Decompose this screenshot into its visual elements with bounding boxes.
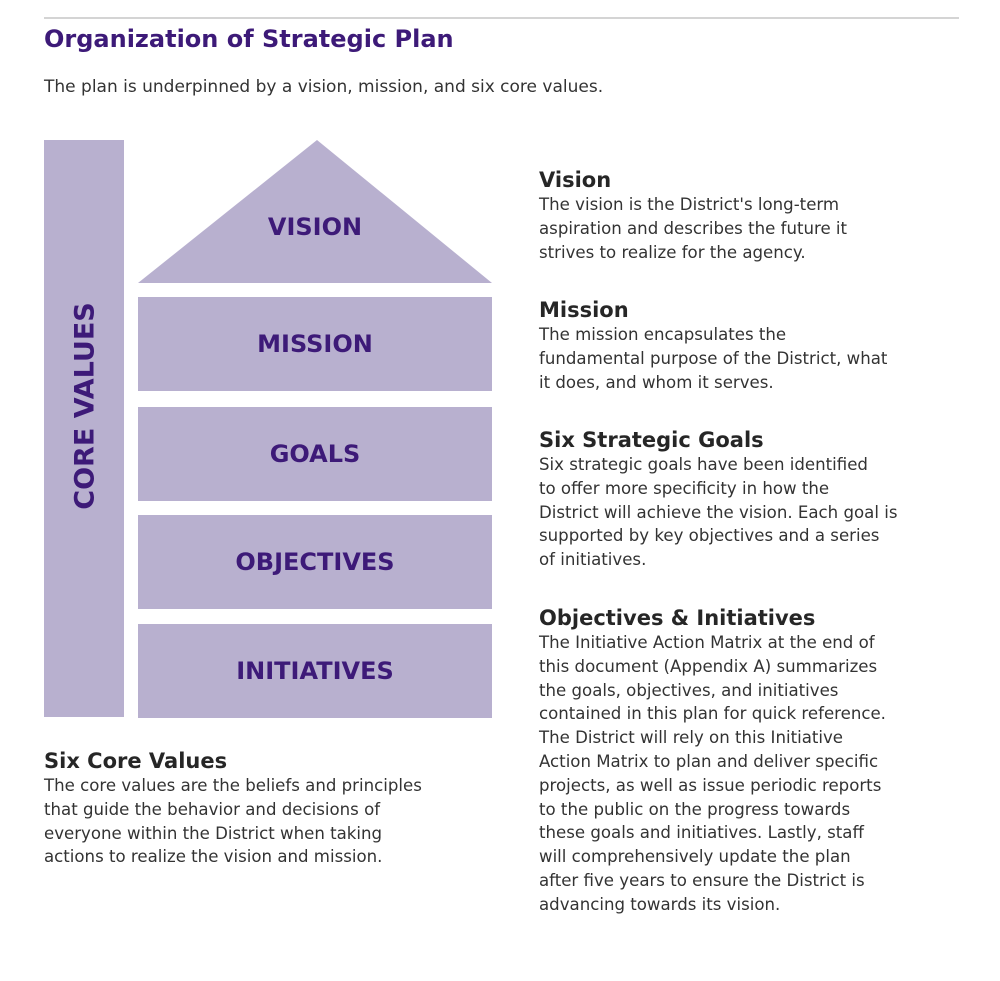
core-values-pillar [44, 140, 124, 717]
mission-description: Mission The mission encapsulates the fun… [539, 298, 969, 394]
tier-objectives-label: OBJECTIVES [235, 548, 395, 576]
core-values-label: CORE VALUES [69, 302, 101, 510]
tier-mission-label: MISSION [257, 330, 373, 358]
vision-heading: Vision [539, 168, 612, 192]
mission-heading: Mission [539, 298, 629, 322]
tier-goals: GOALS [138, 407, 492, 501]
goals-body: Six strategic goals have been identified… [539, 455, 898, 570]
vision-description: Vision The vision is the District's long… [539, 168, 969, 264]
tier-vision-label: VISION [267, 213, 363, 241]
mission-body: The mission encapsulates the fundamental… [539, 325, 888, 392]
objectives-initiatives-description: Objectives & Initiatives The Initiative … [539, 606, 969, 917]
page-title: Organization of Strategic Plan [44, 25, 454, 53]
top-divider [44, 17, 959, 19]
intro-text: The plan is underpinned by a vision, mis… [44, 77, 604, 97]
vision-body: The vision is the District's long-term a… [539, 195, 848, 262]
objectives-initiatives-heading: Objectives & Initiatives [539, 606, 816, 630]
goals-heading: Six Strategic Goals [539, 428, 764, 452]
core-values-body: The core values are the beliefs and prin… [44, 776, 422, 867]
tier-initiatives: INITIATIVES [138, 624, 492, 718]
goals-description: Six Strategic Goals Six strategic goals … [539, 428, 969, 572]
core-values-heading: Six Core Values [44, 749, 228, 773]
tier-objectives: OBJECTIVES [138, 515, 492, 609]
objectives-initiatives-body: The Initiative Action Matrix at the end … [539, 633, 886, 914]
vision-roof [138, 140, 492, 283]
tier-mission: MISSION [138, 297, 492, 391]
tier-initiatives-label: INITIATIVES [236, 657, 394, 685]
core-values-description: Six Core Values The core values are the … [44, 749, 504, 869]
tier-goals-label: GOALS [269, 440, 361, 468]
